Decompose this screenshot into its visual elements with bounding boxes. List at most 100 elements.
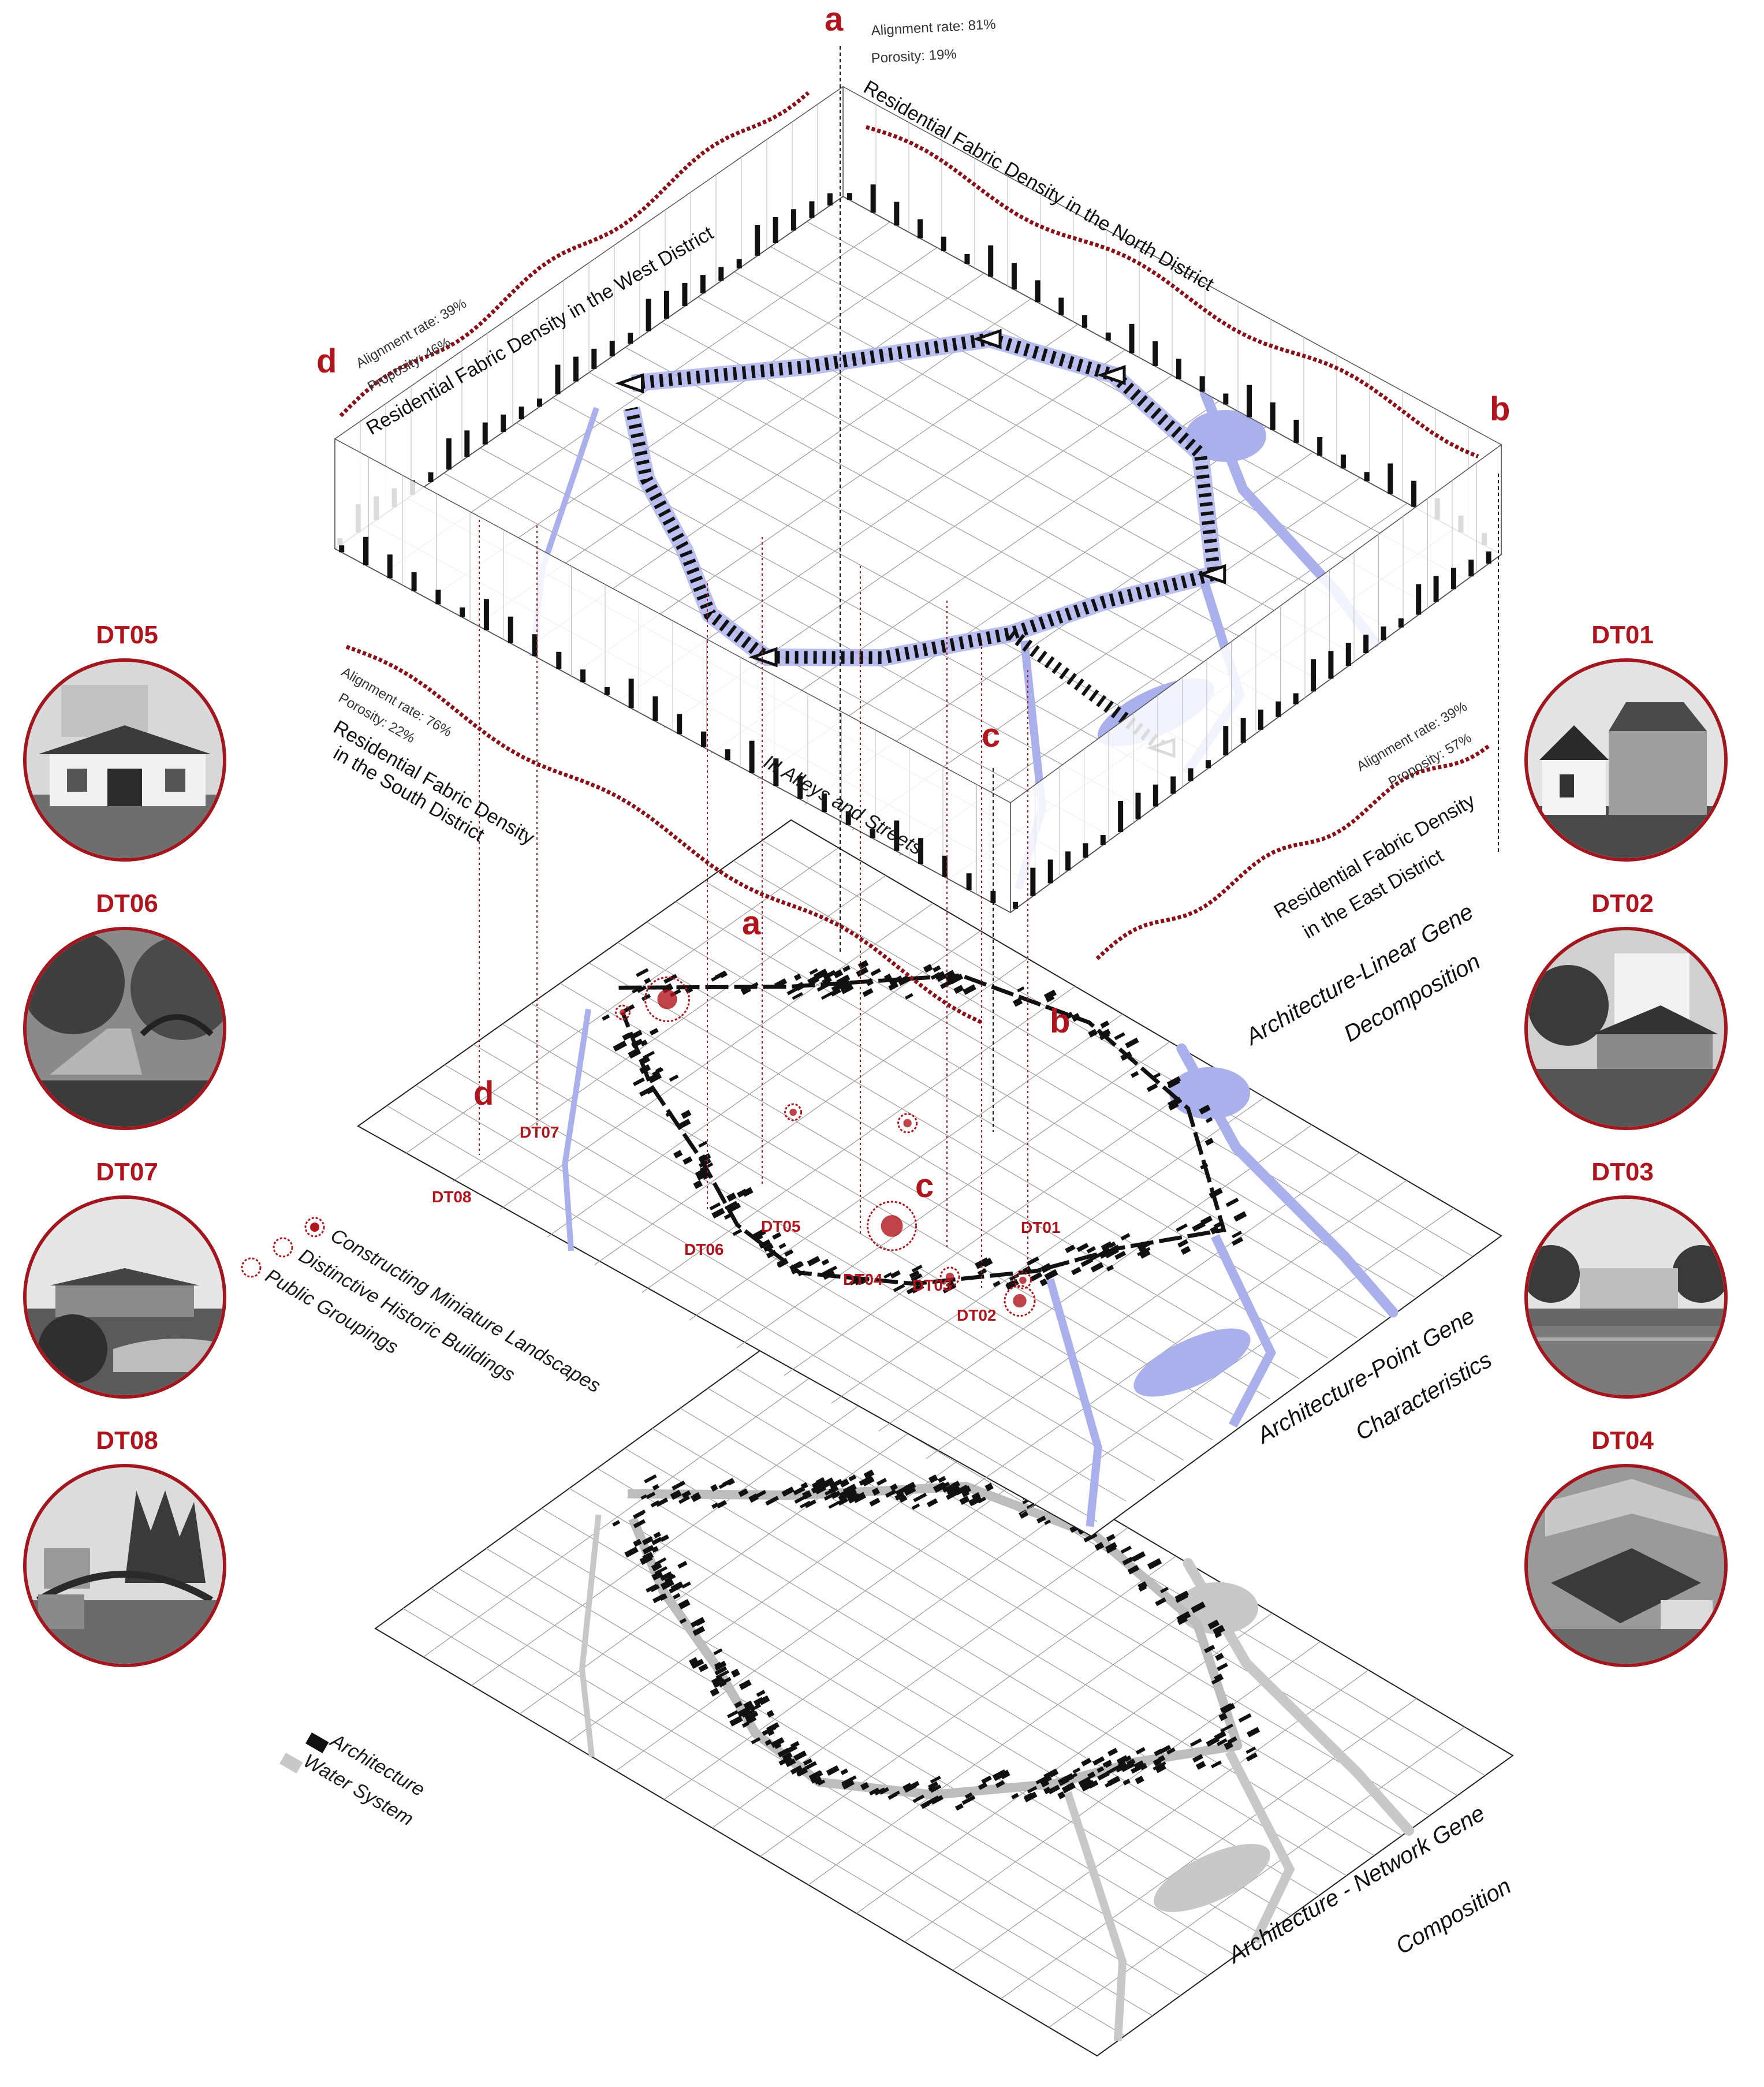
building xyxy=(937,1475,946,1483)
linear-arrow xyxy=(615,373,644,394)
marker-a-mid: a xyxy=(742,904,761,942)
building xyxy=(734,1701,743,1708)
building xyxy=(1080,1780,1095,1792)
building xyxy=(1120,1545,1132,1554)
building xyxy=(817,1779,826,1786)
point-gridline xyxy=(689,1013,1123,1321)
building xyxy=(1120,1051,1132,1061)
building xyxy=(863,1469,875,1479)
building xyxy=(665,1110,673,1117)
building xyxy=(833,969,844,979)
building xyxy=(672,1480,686,1490)
building xyxy=(793,1750,807,1761)
building xyxy=(1191,1601,1206,1613)
building xyxy=(741,1721,749,1728)
building xyxy=(722,1676,732,1684)
building xyxy=(1105,1247,1119,1258)
building xyxy=(655,1497,669,1507)
building xyxy=(912,1794,925,1803)
network-water-pond xyxy=(1153,1844,1271,1912)
building xyxy=(1023,1791,1038,1803)
linear-arrow xyxy=(972,329,1002,349)
building xyxy=(841,1777,853,1786)
building xyxy=(1219,1703,1233,1713)
building xyxy=(1131,1551,1146,1562)
building xyxy=(1017,986,1025,993)
building xyxy=(946,1487,956,1495)
point-water-canal xyxy=(1211,1234,1276,1428)
building xyxy=(622,1033,631,1041)
building xyxy=(654,1557,667,1566)
building xyxy=(840,983,854,994)
building xyxy=(651,1561,662,1572)
building xyxy=(1207,1619,1220,1630)
building xyxy=(951,1481,960,1489)
building xyxy=(652,1484,659,1490)
building xyxy=(1072,1767,1081,1774)
building xyxy=(831,1490,841,1499)
building xyxy=(727,1710,739,1719)
building xyxy=(849,1277,860,1285)
network-gridline xyxy=(735,1367,1458,1796)
building xyxy=(1026,1256,1039,1266)
building xyxy=(942,1484,953,1493)
building xyxy=(811,1478,826,1489)
building xyxy=(1090,1252,1102,1261)
building xyxy=(1233,1211,1247,1222)
building xyxy=(1127,1564,1140,1575)
building xyxy=(1135,1747,1146,1755)
marker-b-top: b xyxy=(1490,390,1511,428)
point-gridline xyxy=(733,860,1444,1277)
building xyxy=(699,1162,714,1172)
building xyxy=(636,968,649,978)
building xyxy=(928,1784,936,1792)
building xyxy=(1071,1266,1081,1276)
map-label-dt05: DT05 xyxy=(761,1217,801,1235)
building xyxy=(862,987,874,997)
linear-gridline xyxy=(480,448,1139,807)
network-water-canal xyxy=(1225,1749,1295,1944)
building xyxy=(784,1249,794,1257)
building xyxy=(904,1481,916,1492)
point-marker xyxy=(939,1266,960,1287)
photo-label-dt02: DT02 xyxy=(1591,889,1654,918)
building xyxy=(632,988,639,994)
building xyxy=(1166,1076,1181,1087)
point-gridline xyxy=(617,942,1329,1359)
building xyxy=(642,1050,655,1060)
building xyxy=(1102,1760,1112,1768)
building xyxy=(1133,1760,1144,1769)
building xyxy=(1174,1590,1189,1601)
building xyxy=(905,993,913,1000)
network-buildings xyxy=(612,1469,1260,1811)
legend-symbol xyxy=(304,1217,325,1238)
building xyxy=(628,1048,642,1059)
building xyxy=(681,1581,691,1589)
photo-dt03-image xyxy=(1528,1199,1724,1395)
building xyxy=(1166,1747,1176,1755)
building xyxy=(747,982,759,990)
building xyxy=(870,968,881,977)
point-gridline xyxy=(646,922,1358,1339)
photo-dt06 xyxy=(23,927,226,1130)
building xyxy=(646,1086,655,1094)
building xyxy=(1012,997,1023,1007)
map-label-dt02: DT02 xyxy=(957,1306,997,1324)
network-water xyxy=(579,1514,1414,2041)
building xyxy=(711,1675,724,1686)
building xyxy=(808,1770,822,1781)
building xyxy=(1192,1221,1206,1232)
building xyxy=(781,1486,795,1497)
building xyxy=(753,1697,764,1706)
building xyxy=(822,970,837,980)
building xyxy=(727,1202,741,1213)
building xyxy=(644,978,651,984)
building xyxy=(984,1482,994,1492)
point-marker-core xyxy=(789,1108,797,1116)
building xyxy=(633,1538,642,1547)
building xyxy=(643,1553,650,1560)
building xyxy=(911,1265,923,1273)
network-gridline xyxy=(430,1588,1153,2017)
linear-layer xyxy=(334,85,1502,1024)
building xyxy=(894,1492,905,1501)
